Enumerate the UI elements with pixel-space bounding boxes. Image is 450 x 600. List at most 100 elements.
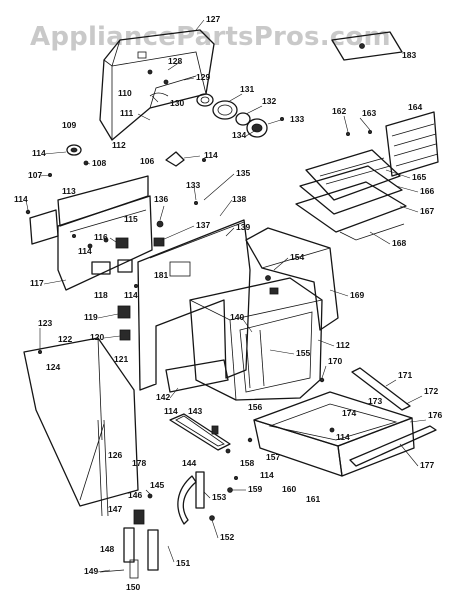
label-152: 152: [220, 532, 234, 542]
label-144: 144: [182, 458, 196, 468]
label-114b: 114: [204, 150, 218, 160]
label-156: 156: [248, 402, 262, 412]
label-114f: 114: [164, 406, 178, 416]
label-108: 108: [92, 158, 106, 168]
label-107: 107: [28, 170, 42, 180]
label-147: 147: [108, 504, 122, 514]
part-switch-components: [91, 237, 133, 341]
label-164: 164: [408, 102, 422, 112]
part-113-panel: [29, 175, 153, 291]
label-129: 129: [196, 72, 210, 82]
label-120: 120: [90, 332, 104, 342]
label-115: 115: [124, 214, 138, 224]
label-132: 132: [262, 96, 276, 106]
label-126: 126: [108, 450, 122, 460]
label-168: 168: [392, 238, 406, 248]
label-134: 134: [232, 130, 246, 140]
part-storage-drawer: [253, 391, 415, 477]
label-114h: 114: [260, 470, 274, 480]
label-149: 149: [84, 566, 98, 576]
label-133a: 133: [290, 114, 304, 124]
label-140: 140: [230, 312, 244, 322]
label-122: 122: [58, 334, 72, 344]
label-110: 110: [118, 88, 132, 98]
label-155: 155: [296, 348, 310, 358]
label-119: 119: [84, 312, 98, 322]
part-front-frame: [137, 200, 251, 391]
label-166: 166: [420, 186, 434, 196]
label-123: 123: [38, 318, 52, 328]
label-114g: 114: [336, 432, 350, 442]
label-130: 130: [170, 98, 184, 108]
label-106: 106: [140, 156, 154, 166]
label-146: 146: [128, 490, 142, 500]
part-169-cabinet: [245, 227, 339, 331]
label-183: 183: [402, 50, 416, 60]
label-171: 171: [398, 370, 412, 380]
label-148: 148: [100, 544, 114, 554]
label-158: 158: [240, 458, 254, 468]
part-142-bottom: [165, 359, 229, 393]
label-167: 167: [420, 206, 434, 216]
part-kick-rail: [169, 413, 231, 451]
label-114e: 114: [124, 290, 138, 300]
label-143: 143: [188, 406, 202, 416]
label-117: 117: [30, 278, 44, 288]
label-114c: 114: [14, 194, 28, 204]
label-176: 176: [428, 410, 442, 420]
part-top-housing: [99, 29, 215, 141]
part-oven-cavity: [189, 277, 323, 401]
label-114a: 114: [32, 148, 46, 158]
label-177: 177: [420, 460, 434, 470]
part-number-labels: 183 127 128 129 110 131 130 132 111 133 …: [14, 14, 442, 592]
label-139: 139: [236, 222, 250, 232]
label-170: 170: [328, 356, 342, 366]
label-124: 124: [46, 362, 60, 372]
label-162: 162: [332, 106, 346, 116]
label-112a: 112: [112, 140, 126, 150]
label-157: 157: [266, 452, 280, 462]
label-118: 118: [94, 290, 108, 300]
part-106-bracket: [165, 151, 201, 167]
label-154: 154: [290, 252, 304, 262]
label-151: 151: [176, 558, 190, 568]
label-161: 161: [306, 494, 320, 504]
label-169: 169: [350, 290, 364, 300]
label-181: 181: [154, 270, 168, 280]
label-116: 116: [94, 232, 108, 242]
label-163: 163: [362, 108, 376, 118]
label-128: 128: [168, 56, 182, 66]
label-121: 121: [114, 354, 128, 364]
label-145: 145: [150, 480, 164, 490]
label-137: 137: [196, 220, 210, 230]
label-113: 113: [62, 186, 76, 196]
label-159: 159: [248, 484, 262, 494]
label-131: 131: [240, 84, 254, 94]
label-172: 172: [424, 386, 438, 396]
part-124-side-panel: [23, 337, 139, 517]
part-183-plate: [331, 31, 403, 61]
part-hinge-arm: [99, 448, 233, 579]
part-109-knob: [48, 144, 89, 177]
label-127: 127: [206, 14, 220, 24]
label-173: 173: [368, 396, 382, 406]
part-fan-rings: [196, 93, 285, 138]
leader-lines: [25, 19, 427, 573]
label-136: 136: [154, 194, 168, 204]
label-111: 111: [120, 108, 134, 118]
screws: [25, 117, 372, 480]
label-150: 150: [126, 582, 140, 592]
label-153: 153: [212, 492, 226, 502]
part-drawer-rails: [247, 367, 437, 467]
label-174: 174: [342, 408, 356, 418]
label-160: 160: [282, 484, 296, 494]
label-133b: 133: [186, 180, 200, 190]
label-138: 138: [232, 194, 246, 204]
label-112b: 112: [336, 340, 350, 350]
label-165: 165: [412, 172, 426, 182]
part-oven-racks: [295, 111, 439, 241]
watermark-text: AppliancePartsPros.com: [30, 22, 391, 52]
label-135: 135: [236, 168, 250, 178]
label-114d: 114: [78, 246, 92, 256]
